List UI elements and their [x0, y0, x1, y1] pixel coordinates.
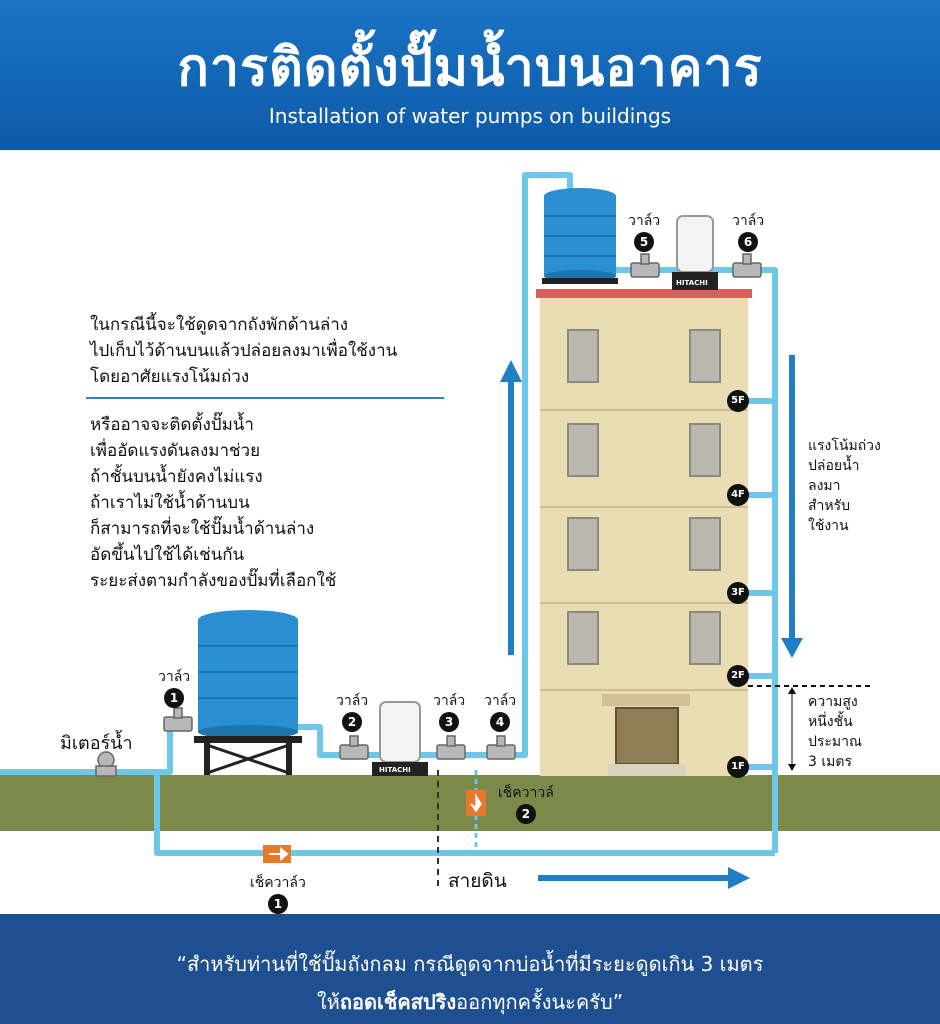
- roof-water-tank: [542, 188, 618, 284]
- window: [689, 517, 721, 571]
- ground-water-tank: [194, 610, 302, 775]
- desc-line: ถ้าเราไม่ใช้น้ำด้านบน: [90, 493, 250, 513]
- window: [567, 611, 599, 665]
- water-meter-label: มิเตอร์น้ำ: [60, 733, 133, 754]
- desc-line: ไปเก็บไว้ด้านบนแล้วปล่อยลงมาเพื่อใช้งาน: [90, 341, 398, 361]
- gravity-note: แรงโน้มถ่วงปล่อยน้ำลงมาสำหรับใช้งาน: [808, 438, 881, 534]
- desc-line: ระยะส่งตามกำลังของปั๊มที่เลือกใช้: [90, 571, 337, 591]
- floor-badge-2f: 2F: [727, 665, 749, 687]
- window: [689, 329, 721, 383]
- down-arrow-head: [781, 638, 803, 658]
- up-arrow-head: [500, 360, 522, 382]
- desc-line: ก็สามารถที่จะใช้ปั๊มน้ำด้านล่าง: [90, 519, 315, 539]
- floor-badge-3f: 3F: [727, 582, 749, 604]
- description-divider: [86, 397, 444, 399]
- entrance-canopy: [602, 694, 690, 706]
- valve-3-body: [436, 744, 466, 760]
- valve-5-body: [630, 262, 660, 278]
- description-paragraph-2: หรืออาจจะติดตั้งปั๊มน้ำ เพื่ออัดแรงดันลง…: [90, 412, 336, 594]
- desc-line: เพื่ออัดแรงดันลงมาช่วย: [90, 441, 261, 461]
- roof-pump-brand: HITACHI: [676, 279, 708, 287]
- entrance-door: [615, 707, 679, 765]
- description-paragraph-1: ในกรณีนี้จะใช้ดูดจากถังพักด้านล่าง ไปเก็…: [90, 312, 397, 390]
- desc-line: อัดขึ้นไปใช้ได้เช่นกัน: [90, 545, 245, 565]
- desc-line: ในกรณีนี้จะใช้ดูดจากถังพักด้านล่าง: [90, 315, 349, 335]
- valve-1-body: [163, 716, 193, 732]
- underground-pipe: [154, 772, 775, 856]
- window: [567, 423, 599, 477]
- entrance-steps: [608, 764, 686, 776]
- roof-slab: [536, 289, 752, 298]
- desc-line: ถ้าชั้นบนน้ำยังคงไม่แรง: [90, 467, 263, 487]
- valve-2-body: [339, 744, 369, 760]
- roof-pump: [672, 215, 718, 290]
- floor-badge-5f: 5F: [727, 390, 749, 412]
- desc-line: หรืออาจจะติดตั้งปั๊มน้ำ: [90, 415, 254, 435]
- ground-pump-brand: HITACHI: [379, 766, 411, 774]
- window: [567, 329, 599, 383]
- valve-6-body: [732, 262, 762, 278]
- window: [689, 611, 721, 665]
- floor-badge-4f: 4F: [727, 484, 749, 506]
- ground-pump: [372, 701, 428, 776]
- footer-line-2: ให้ถอดเช็คสปริงออกทุกครั้งนะครับ”: [316, 990, 624, 1014]
- desc-line: โดยอาศัยแรงโน้มถ่วง: [90, 367, 250, 387]
- valve-4-body: [486, 744, 516, 760]
- header-banner: การติดตั้งปั๊มน้ำบนอาคาร Installation of…: [0, 0, 940, 150]
- footer-note: “สำหรับท่านที่ใช้ปั๊มถังกลม กรณีดูดจากบ่…: [0, 914, 940, 1024]
- page-subtitle: Installation of water pumps on buildings: [268, 104, 672, 128]
- footer-line-1: “สำหรับท่านที่ใช้ปั๊มถังกลม กรณีดูดจากบ่…: [176, 952, 764, 976]
- right-arrow-head: [728, 867, 750, 889]
- window: [689, 423, 721, 477]
- water-meter: [95, 751, 117, 777]
- supply-pipe: [0, 727, 173, 775]
- page-title: การติดตั้งปั๊มน้ำบนอาคาร: [177, 38, 763, 98]
- window: [567, 517, 599, 571]
- tank-outlet-pipe: [290, 172, 573, 758]
- ground-wire-label: สายดิน: [448, 870, 507, 892]
- check-valve-2-label: เช็ควาวล์2: [498, 782, 554, 824]
- floor-badge-1f: 1F: [727, 756, 749, 778]
